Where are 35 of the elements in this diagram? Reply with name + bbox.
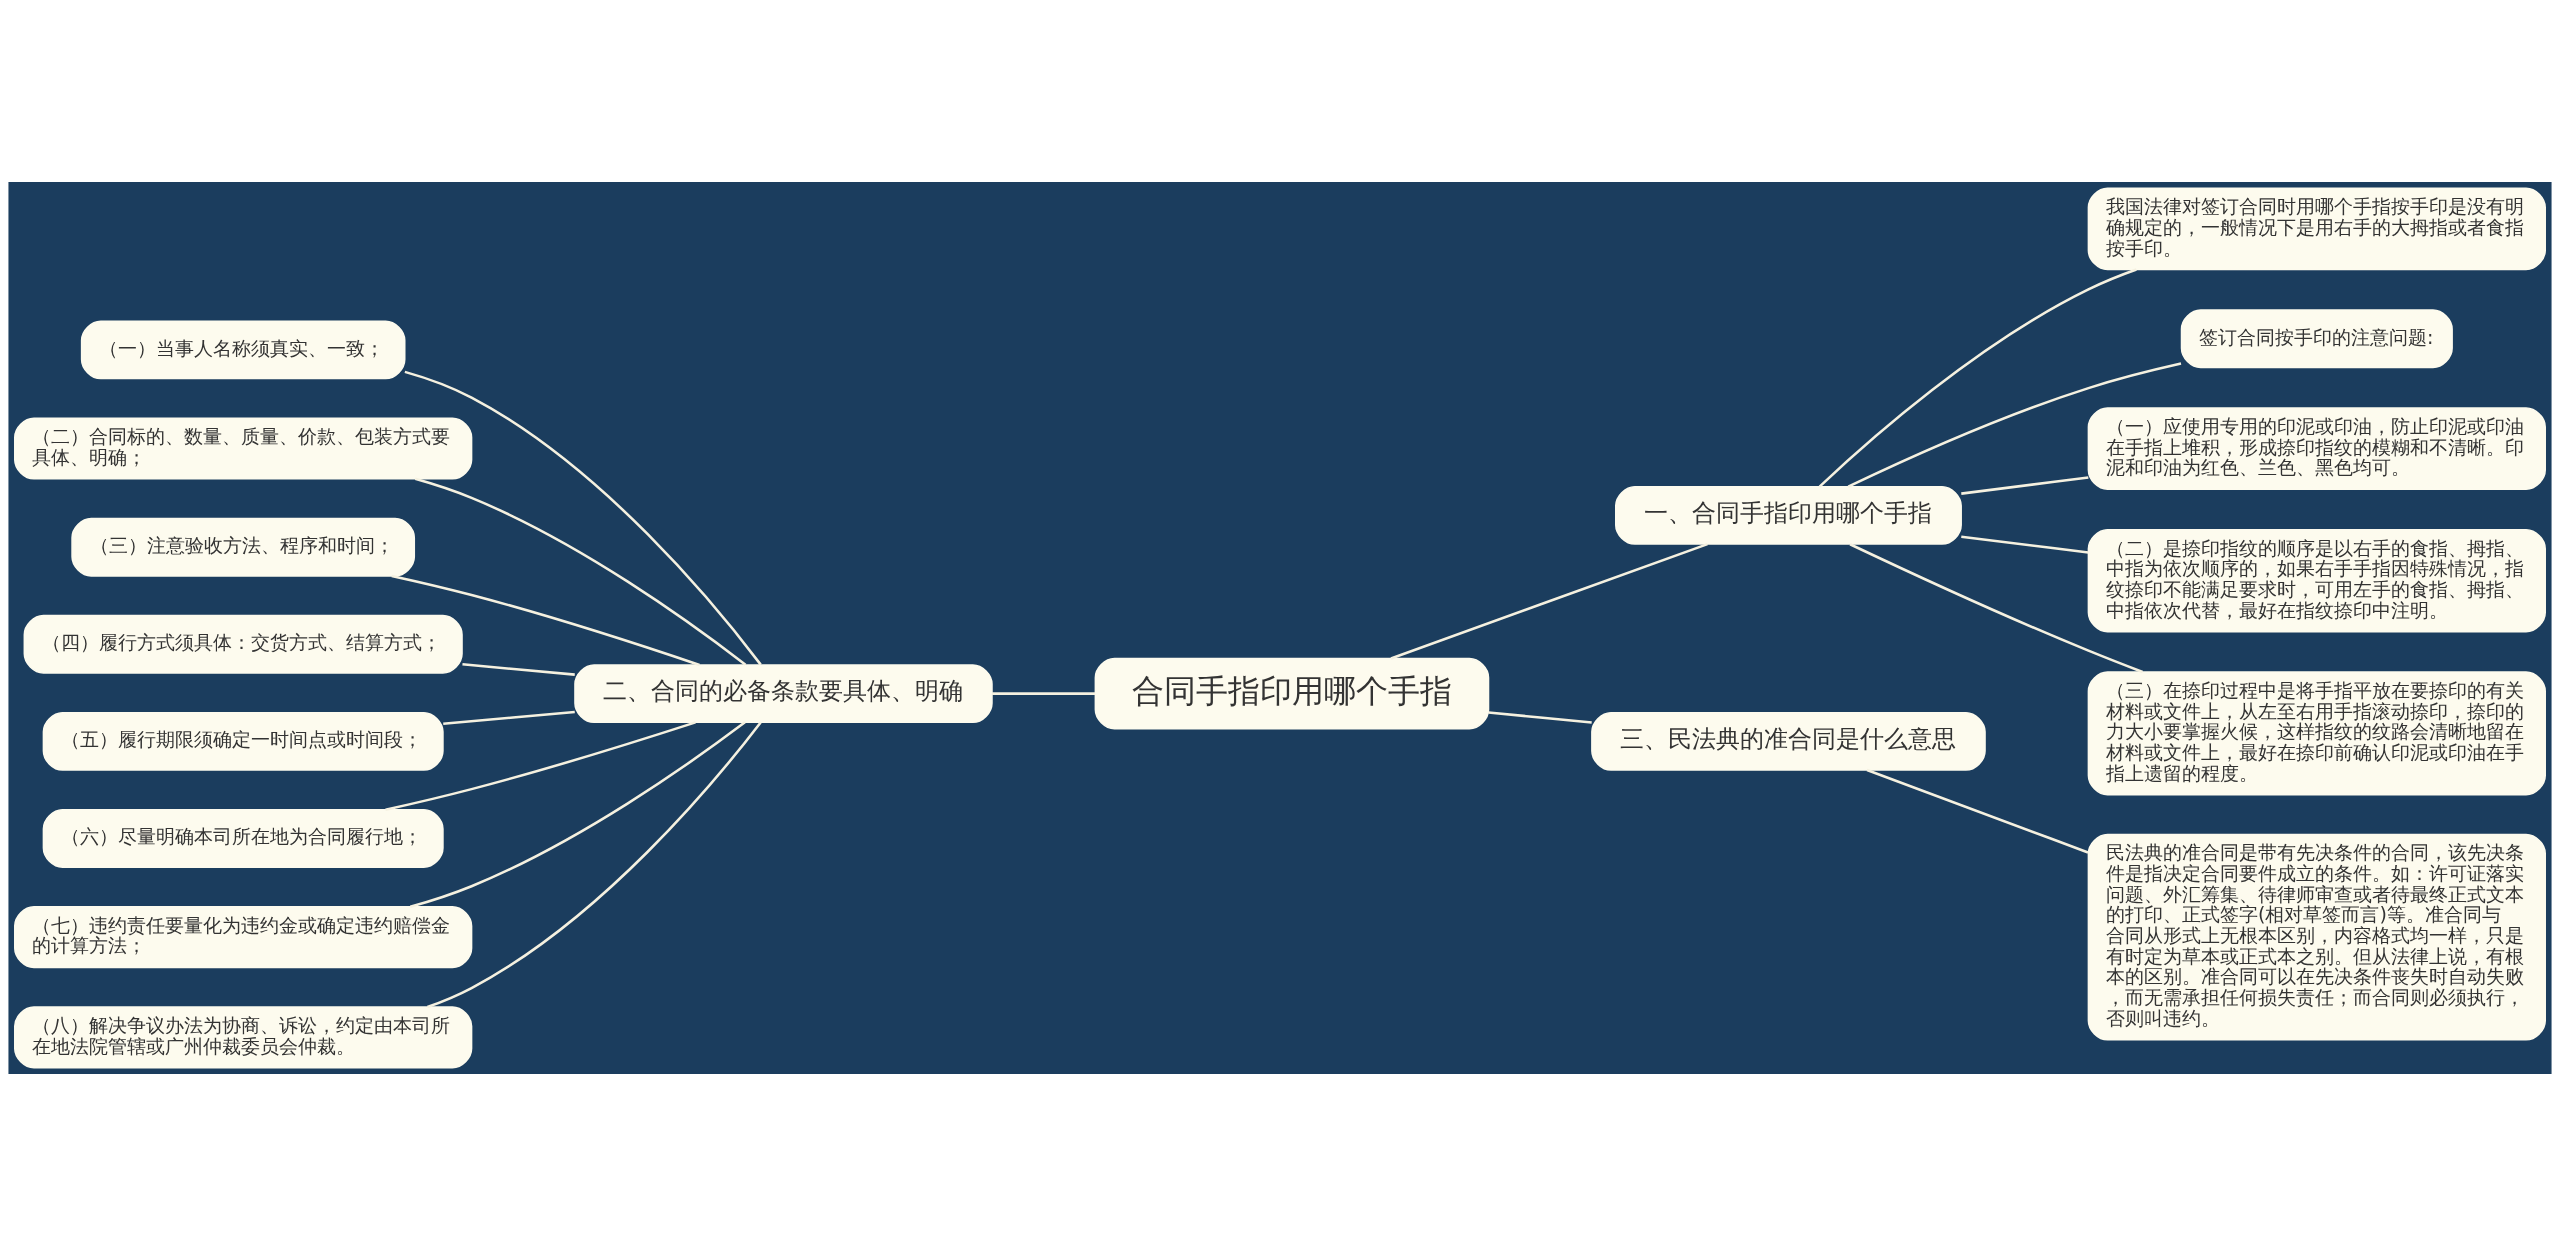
node-box: 二、合同的必备条款要具体、明确 — [574, 663, 993, 723]
node-box: 一、合同手指印用哪个手指 — [1615, 485, 1962, 545]
node-box: 三、民法典的准合同是什么意思 — [1591, 711, 1986, 771]
node-box: 民法典的准合同是带有先决条件的合同，该先决条件是指决定合同要件成立的条件。如：许可证落实问题、外汇筹集、待律师审查或者待最终正式文本的打印、正式签字(相对草签而言)等。准合同与合同从形式上无根本区别，内容格式均一样，只是有时定为草本或正式本之别。但从法律上说，有根本的区别。准合同可以在先决条件丧失时自动失败，而无需承担任何损失责任；而合同则必须执行，否则叫违约。 — [2087, 833, 2546, 1041]
connector — [409, 720, 746, 908]
connector — [443, 710, 575, 725]
node-box: 我国法律对签订合同时用哪个手指按手印是没有明确规定的，一般情况下是用右手的大拇指或者食指按手印。 — [2087, 187, 2546, 270]
connector — [1961, 475, 2089, 495]
node-box: （八）解决争议办法为协商、诉讼，约定由本司所在地法院管辖或广州仲裁委员会仲裁。 — [14, 1005, 473, 1068]
connector — [1847, 361, 2182, 488]
connector — [1866, 768, 2089, 854]
connector — [1849, 542, 2144, 673]
node-box: 合同手指印用哪个手指 — [1094, 657, 1490, 729]
connector — [1818, 267, 2137, 488]
connector — [427, 721, 762, 1008]
node-box: （一）应使用专用的印泥或印油，防止印泥或印油在手指上堆积，形成捺印指纹的模糊和不清晰。印泥和印油为红色、兰色、黑色均可。 — [2087, 406, 2546, 490]
node-box: （一）当事人名称须真实、一致； — [80, 319, 406, 379]
connector — [462, 662, 575, 676]
node-box: （六）尽量明确本司所在地为合同履行地； — [42, 808, 444, 868]
node-box: （三）注意验收方法、程序和时间； — [71, 517, 416, 577]
node-box: （二）是捺印指纹的顺序是以右手的食指、拇指、中指为依次顺序的，如果右手手指因特殊情况，指纹捺印不能满足要求时，可用左手的食指、拇指、中指依次代替，最好在指纹捺印中注明。 — [2087, 528, 2546, 632]
connector — [1961, 534, 2089, 554]
node-box: 签订合同按手印的注意问题: — [2180, 308, 2453, 368]
connector — [992, 691, 1096, 695]
node-box: （三）在捺印过程中是将手指平放在要捺印的有关材料或文件上，从左至右用手指滚动捺印，捺印的力大小要掌握火候，这样指纹的纹路会清晰地留在材料或文件上，最好在捺印前确认印泥或印油在手指上遗留的程度。 — [2087, 670, 2546, 795]
node-box: （四）履行方式须具体：交货方式、结算方式； — [23, 614, 463, 674]
node-box: （二）合同标的、数量、质量、价款、包装方式要具体、明确； — [14, 417, 473, 480]
connector — [1390, 542, 1708, 660]
connector — [391, 574, 700, 666]
connector — [414, 477, 747, 666]
connector — [1488, 710, 1592, 724]
node-box: （五）履行期限须确定一时间点或时间段； — [42, 711, 444, 771]
connector — [385, 720, 696, 811]
node-box: （七）违约责任要量化为违约金或确定违约赔偿金的计算方法； — [14, 905, 473, 968]
connector — [404, 370, 762, 665]
